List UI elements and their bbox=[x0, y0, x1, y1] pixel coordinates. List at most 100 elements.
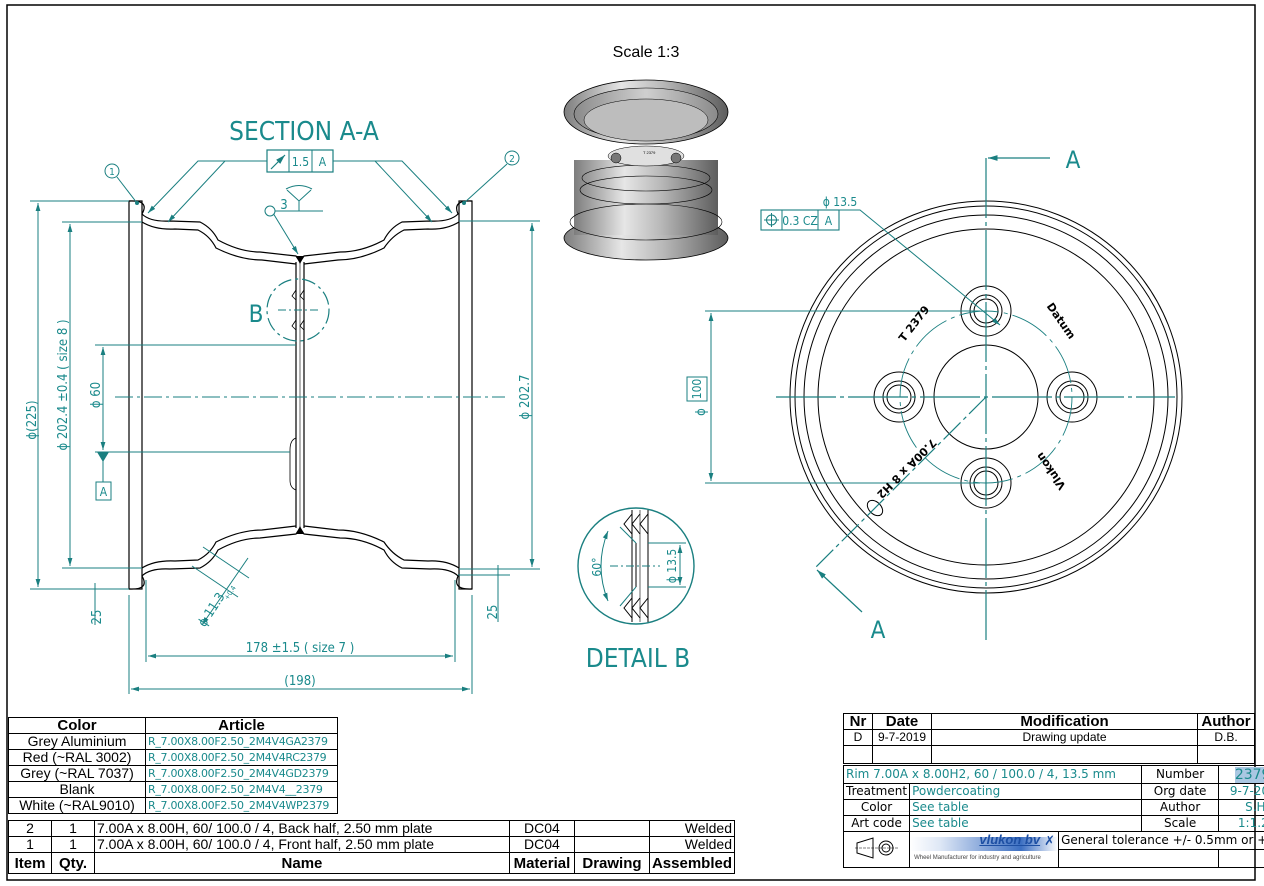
left-flange bbox=[128, 200, 143, 590]
qty-cell: 1 bbox=[51, 836, 95, 853]
color-value: See table bbox=[909, 799, 1143, 816]
date-cell bbox=[872, 745, 932, 764]
section-marker-top: A bbox=[1066, 146, 1081, 174]
svg-text:A: A bbox=[825, 214, 833, 228]
treatment-value: Powdercoating bbox=[909, 783, 1143, 800]
article-cell: R_7.00X8.00F2.50_2M4V4GA2379 bbox=[145, 733, 338, 750]
balloon-1: 1 bbox=[104, 163, 120, 179]
color-cell: White (~RAL9010) bbox=[8, 797, 146, 814]
svg-text:60°: 60° bbox=[590, 557, 604, 576]
svg-text:178 ±1.5 ( size 7 ): 178 ±1.5 ( size 7 ) bbox=[246, 641, 355, 656]
modification-cell: Drawing update bbox=[931, 729, 1198, 746]
author-value: S.H. bbox=[1218, 799, 1264, 816]
material-header: Material bbox=[508, 852, 575, 874]
svg-text:Vlukon: Vlukon bbox=[1034, 450, 1069, 492]
position-icon bbox=[764, 213, 779, 227]
svg-text:T 2379: T 2379 bbox=[643, 150, 656, 155]
company-logo: vlukon bv ✗ Wheel Manufacturer for indus… bbox=[909, 831, 1060, 868]
sheet-size: A2 bbox=[1218, 849, 1264, 868]
section-title: SECTION A-A bbox=[229, 117, 379, 147]
artcode-label: Art code bbox=[842, 815, 911, 832]
balloon-2: 2 bbox=[504, 150, 520, 166]
qty-cell: 1 bbox=[51, 820, 95, 837]
detail-b-view: 60° ϕ 13.5 DETAIL B bbox=[577, 507, 695, 674]
item-cell: 1 bbox=[8, 836, 52, 853]
item-header: Item bbox=[8, 852, 52, 874]
svg-text:ϕ(225): ϕ(225) bbox=[25, 400, 40, 439]
artcode-value: See table bbox=[909, 815, 1143, 832]
nr-header: Nr bbox=[843, 713, 873, 730]
lower-profile bbox=[128, 526, 473, 590]
drawing-cell bbox=[573, 820, 650, 837]
modification-header: Modification bbox=[931, 713, 1198, 730]
author-cell bbox=[1197, 745, 1255, 764]
parts-list: 2 1 7.00A x 8.00H, 60/ 100.0 / 4, Back h… bbox=[8, 820, 736, 874]
svg-text:ϕ 60: ϕ 60 bbox=[89, 382, 104, 408]
material-cell: DC04 bbox=[508, 820, 575, 837]
modification-cell bbox=[931, 745, 1198, 764]
svg-text:25: 25 bbox=[486, 605, 501, 620]
svg-text:ϕ 13.5: ϕ 13.5 bbox=[665, 549, 679, 584]
name-cell: 7.00A x 8.00H, 60/ 100.0 / 4, Back half,… bbox=[94, 820, 510, 837]
color-cell: Red (~RAL 3002) bbox=[8, 749, 146, 766]
org-date-label: Org date bbox=[1141, 783, 1220, 800]
nr-cell bbox=[843, 745, 873, 764]
projection-cell bbox=[842, 831, 911, 868]
date-header: Date bbox=[872, 713, 932, 730]
svg-text:ϕ: ϕ bbox=[694, 408, 709, 416]
article-header: Article bbox=[145, 717, 338, 734]
blank-cell bbox=[1058, 849, 1220, 868]
company-name: vlukon bv bbox=[979, 832, 1041, 847]
first-angle-projection-icon bbox=[854, 837, 899, 859]
color-label: Color bbox=[842, 799, 911, 816]
article-cell: R_7.00X8.00F2.50_2M4V4RC2379 bbox=[145, 749, 338, 766]
svg-text:7.00A x 8 H2: 7.00A x 8 H2 bbox=[874, 436, 939, 501]
section-a-a-view: SECTION A-A B bbox=[25, 117, 540, 694]
datum-a-label: A bbox=[95, 481, 112, 501]
color-article-table: Color Article Grey Aluminium R_7.00X8.00… bbox=[8, 717, 338, 814]
detail-b-circle bbox=[266, 278, 330, 342]
color-cell: Grey Aluminium bbox=[8, 733, 146, 750]
svg-text:100: 100 bbox=[690, 379, 704, 400]
svg-text:0.3 CZ: 0.3 CZ bbox=[782, 214, 818, 228]
article-cell: R_7.00X8.00F2.50_2M4V4__2379 bbox=[145, 781, 338, 798]
assembled-header: Assembled bbox=[648, 852, 736, 874]
svg-text:ϕ 13.5: ϕ 13.5 bbox=[823, 195, 858, 209]
item-cell: 2 bbox=[8, 820, 52, 837]
color-header: Color bbox=[8, 717, 146, 734]
scale-label-cell: Scale bbox=[1141, 815, 1220, 832]
logo-mark-icon: ✗ bbox=[1044, 833, 1056, 848]
general-tolerance: General tolerance +/- 0.5mm or +/- 1° bbox=[1058, 831, 1264, 850]
isometric-view: Scale 1:3 T 2379 bbox=[563, 44, 729, 261]
drawing-header: Drawing bbox=[573, 852, 650, 874]
table-row: Blank R_7.00X8.00F2.50_2M4V4__2379 bbox=[8, 781, 338, 798]
color-cell: Blank bbox=[8, 781, 146, 798]
number-text: 23790 bbox=[1234, 766, 1264, 783]
svg-text:3: 3 bbox=[280, 198, 287, 213]
table-row: Red (~RAL 3002) R_7.00X8.00F2.50_2M4V4RC… bbox=[8, 749, 338, 766]
number-value[interactable]: 23790 bbox=[1218, 765, 1264, 784]
date-cell: 9-7-2019 bbox=[872, 729, 932, 746]
svg-text:ϕ 202.4 ±0.4 ( size 8 ): ϕ 202.4 ±0.4 ( size 8 ) bbox=[56, 319, 71, 450]
revision-row bbox=[843, 745, 1255, 764]
table-row: Grey Aluminium R_7.00X8.00F2.50_2M4V4GA2… bbox=[8, 733, 338, 750]
revision-row: D 9-7-2019 Drawing update D.B. bbox=[843, 729, 1255, 746]
table-row: 2 1 7.00A x 8.00H, 60/ 100.0 / 4, Back h… bbox=[8, 820, 736, 837]
nr-cell: D bbox=[843, 729, 873, 746]
svg-text:A: A bbox=[100, 485, 108, 499]
section-marker-bottom: A bbox=[871, 616, 886, 644]
revision-table: Nr Date Modification Author D 9-7-2019 D… bbox=[843, 713, 1255, 764]
detail-b-marker: B bbox=[249, 300, 264, 328]
qty-header: Qty. bbox=[51, 852, 95, 874]
number-label: Number bbox=[1141, 765, 1220, 784]
material-cell: DC04 bbox=[508, 836, 575, 853]
detail-title: DETAIL B bbox=[586, 644, 690, 674]
svg-text:2: 2 bbox=[509, 154, 515, 165]
svg-text:ϕ 202.7: ϕ 202.7 bbox=[518, 375, 533, 420]
table-row: 1 1 7.00A x 8.00H, 60/ 100.0 / 4, Front … bbox=[8, 836, 736, 853]
svg-text:Datum: Datum bbox=[1044, 300, 1078, 341]
runout-tolerance-frame: 1.5 A bbox=[266, 149, 334, 173]
svg-text:(198): (198) bbox=[284, 674, 315, 689]
assembled-cell: Welded bbox=[648, 820, 736, 837]
sheet-border bbox=[6, 4, 1256, 881]
